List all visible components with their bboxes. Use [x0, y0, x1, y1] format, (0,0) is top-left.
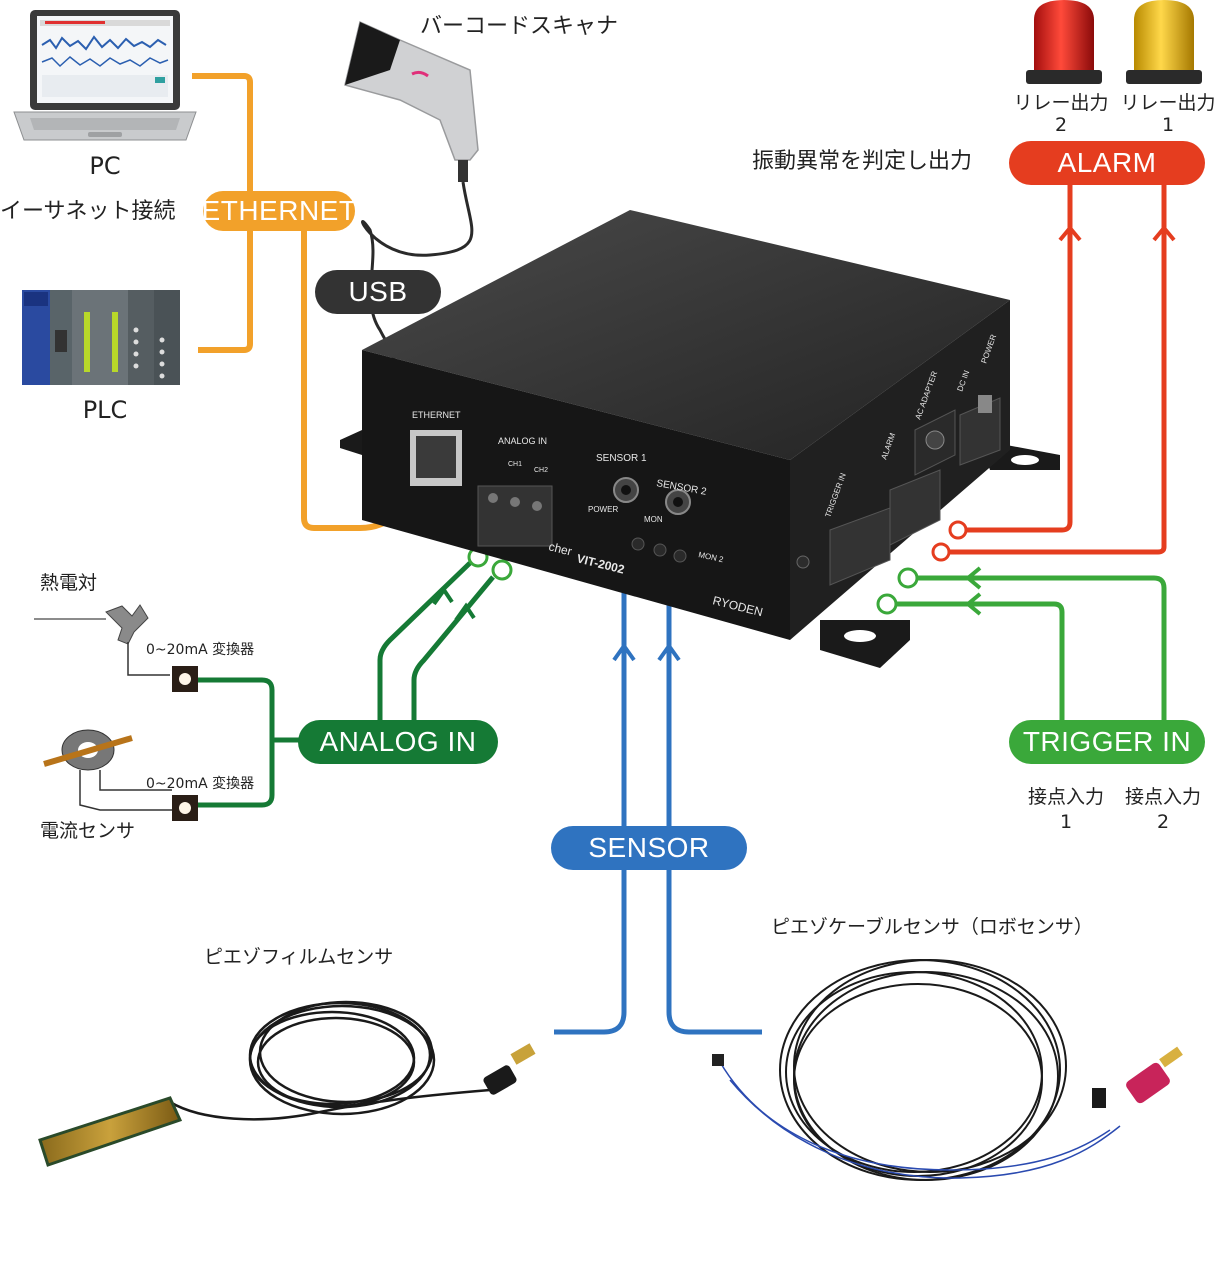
red-alarm-lamp-icon	[1026, 0, 1102, 84]
trigger-in-pill: TRIGGER IN	[1009, 720, 1205, 764]
device-power-label: POWER	[588, 505, 618, 514]
ethernet-connection-label: イーサネット接続	[0, 199, 176, 224]
device-ch1-label: CH1	[508, 461, 522, 468]
piezo-cable-sensor-image	[712, 959, 1183, 1181]
device-analog-label: ANALOG IN	[498, 436, 547, 446]
converter-1-label: 0~20mA 変換器	[146, 642, 255, 658]
sensor-pill: SENSOR	[551, 826, 747, 870]
alarm-lines	[948, 182, 1176, 555]
converter-2-label: 0~20mA 変換器	[146, 776, 255, 792]
device-mon-label: MON	[644, 515, 663, 524]
vit-2002-device: ETHERNET ANALOG IN CH1 CH2 SENSOR 1 SENS…	[340, 210, 1060, 668]
barcode-scanner-icon	[344, 20, 479, 182]
sensor-lines	[554, 522, 762, 1035]
relay-output-2-label: リレー出力 2	[1013, 92, 1109, 136]
plc-icon	[22, 290, 180, 385]
contact-input-2-label: 接点入力 2	[1124, 786, 1202, 833]
converter-box-1-icon	[172, 666, 198, 692]
pc-label: PC	[89, 152, 121, 180]
trigger-lines	[896, 566, 1167, 725]
device-ethernet-label: ETHERNET	[412, 410, 461, 420]
converter-box-2-icon	[172, 795, 198, 821]
piezo-film-sensor-label: ピエゾフィルムセンサ	[204, 946, 394, 968]
device-model-prefix: cher	[547, 539, 573, 558]
plc-label: PLC	[82, 396, 128, 424]
thermocouple-label: 熱電対	[40, 572, 98, 594]
alarm-pill: ALARM	[1009, 141, 1205, 185]
relay-output-1-label: リレー出力 1	[1120, 92, 1216, 136]
piezo-cable-sensor-label: ピエゾケーブルセンサ（ロボセンサ）	[771, 916, 1093, 938]
barcode-scanner-label: バーコードスキャナ	[420, 14, 619, 39]
contact-input-1-label: 接点入力 1	[1027, 786, 1105, 833]
current-sensor-icon	[43, 729, 172, 811]
current-sensor-label: 電流センサ	[40, 820, 136, 842]
piezo-film-sensor-image	[38, 1000, 536, 1167]
analog-in-pill: ANALOG IN	[298, 720, 498, 764]
analog-lines	[198, 561, 495, 808]
device-ch2-label: CH2	[534, 467, 548, 474]
yellow-alarm-lamp-icon	[1126, 0, 1202, 84]
laptop-pc-icon	[13, 10, 197, 141]
ethernet-pill: ETHERNET	[202, 191, 356, 231]
device-sensor1-label: SENSOR 1	[596, 453, 647, 464]
thermocouple-icon	[34, 604, 170, 676]
usb-pill: USB	[315, 270, 441, 314]
alarm-description-label: 振動異常を判定し出力	[752, 149, 973, 174]
usb-cable	[361, 181, 474, 366]
